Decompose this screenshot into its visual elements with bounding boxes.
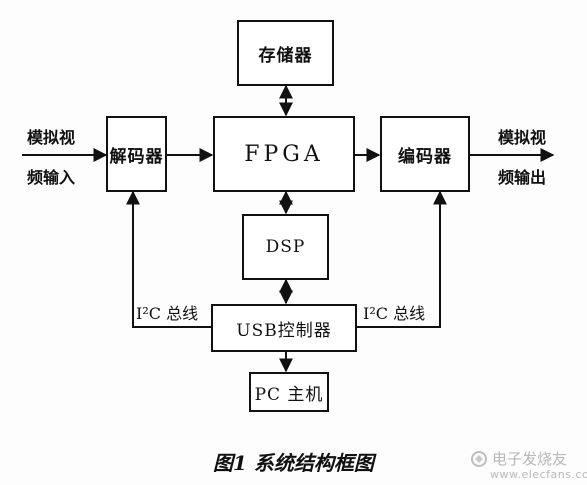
decoder-block: 解码器 (106, 116, 167, 192)
fpga-block: FPGA (213, 116, 355, 192)
watermark-brand: 电子发烧友 (492, 450, 568, 468)
i2c-left-bus (126, 190, 211, 328)
watermark: 电子发烧友 www.elecfans.com (470, 448, 587, 481)
pc-host-label: PC 主机 (254, 384, 324, 405)
fpga-label: FPGA (244, 141, 324, 167)
encoder-block: 编码器 (380, 116, 470, 192)
usb-controller-label: USB控制器 (236, 320, 332, 341)
figure-caption: 图1 系统结构框图 (213, 451, 374, 475)
output-label-line2: 频输出 (498, 168, 547, 187)
usb-controller-block: USB控制器 (211, 304, 357, 352)
memory-label: 存储器 (258, 45, 313, 66)
output-label-line1: 模拟视 (498, 128, 547, 147)
input-label-line2: 频输入 (27, 168, 76, 187)
watermark-logo-icon (471, 450, 487, 467)
dsp-block: DSP (242, 214, 329, 280)
memory-block: 存储器 (237, 20, 334, 86)
i2c-right-bus (357, 190, 447, 328)
encoder-label: 编码器 (398, 146, 452, 167)
watermark-site: www.elecfans.com (490, 468, 587, 481)
decoder-label: 解码器 (109, 146, 164, 167)
dsp-label: DSP (265, 237, 306, 257)
i2c-right-label: I²C 总线 (363, 304, 426, 323)
pc-host-block: PC 主机 (249, 372, 329, 412)
i2c-left-label: I²C 总线 (136, 304, 199, 323)
input-label-line1: 模拟视 (27, 128, 76, 147)
